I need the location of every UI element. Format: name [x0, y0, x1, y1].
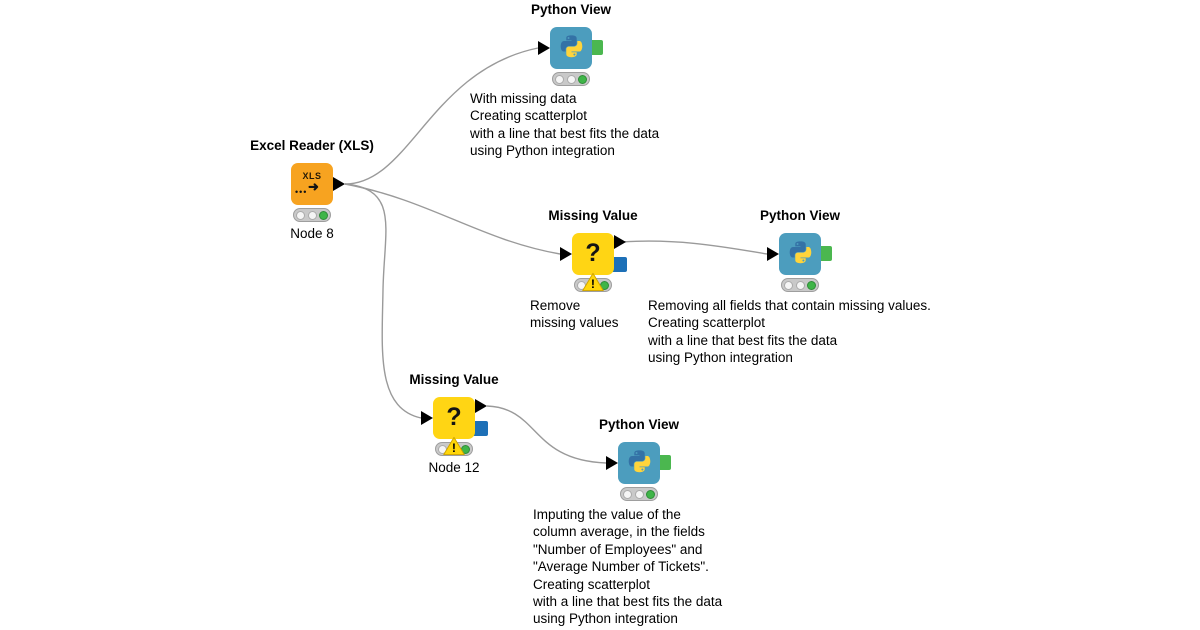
svg-text:!: ! [591, 277, 595, 291]
node-title[interactable]: Excel Reader (XLS) [250, 138, 374, 153]
python-view-node-body[interactable] [618, 442, 660, 484]
node-missing-value-bottom: Missing Value ? ! Node 12 [409, 372, 498, 475]
input-port-data[interactable] [421, 411, 433, 425]
excel-reader-node-body[interactable]: XLS ➜ ••• [291, 163, 333, 205]
annotation-python-view-bottom[interactable]: Imputing the value of the column average… [533, 507, 723, 627]
status-light-green [807, 280, 816, 290]
node-title[interactable]: Python View [759, 208, 841, 223]
warning-icon: ! [582, 272, 604, 291]
status-light-yellow [307, 210, 317, 220]
status-light-red [296, 210, 305, 220]
missing-value-node-body[interactable]: ? [433, 397, 475, 439]
traffic-light: ! [435, 436, 473, 456]
warning-icon: ! [443, 436, 465, 455]
node-label[interactable]: Node 8 [290, 226, 334, 241]
input-port-data[interactable] [606, 456, 618, 470]
xls-file-icon: XLS ➜ ••• [291, 163, 333, 205]
status-light-green [461, 444, 470, 454]
traffic-light [781, 278, 819, 292]
python-view-node-body[interactable] [779, 233, 821, 275]
status-light-green [578, 74, 587, 84]
input-port-data[interactable] [767, 247, 779, 261]
question-mark-icon: ? [585, 238, 601, 267]
traffic-light [620, 487, 658, 501]
status-light-yellow [795, 280, 805, 290]
status-light-green [646, 489, 655, 499]
traffic-light [552, 72, 590, 86]
node-label[interactable]: Node 12 [428, 460, 480, 475]
question-mark-icon: ? [446, 402, 462, 431]
edge-missing-value-bottom-to-python-view-bottom[interactable] [486, 405, 607, 464]
node-excel-reader: Excel Reader (XLS) XLS ➜ ••• Node 8 [250, 138, 374, 241]
status-light-green [319, 210, 328, 220]
traffic-light: ! [574, 272, 612, 292]
status-light-red [577, 280, 586, 290]
input-port-data[interactable] [560, 247, 572, 261]
node-title[interactable]: Python View [530, 2, 612, 17]
status-light-red [623, 489, 632, 499]
status-light-yellow [634, 489, 644, 499]
annotation-missing-value-mid[interactable]: Remove missing values [530, 298, 619, 331]
python-view-node-body[interactable] [550, 27, 592, 69]
python-icon [560, 34, 582, 57]
edge-excel-reader-to-missing-value-bottom[interactable] [344, 183, 422, 419]
status-light-green [600, 280, 609, 290]
input-port-data[interactable] [538, 41, 550, 55]
status-light-red [555, 74, 564, 84]
node-python-view-mid: Python View [760, 208, 840, 292]
ellipsis-icon: ••• [295, 187, 308, 197]
output-port-model[interactable] [611, 257, 627, 272]
node-python-view-bottom: Python View [599, 417, 679, 501]
python-icon [628, 449, 650, 472]
status-light-yellow [566, 74, 576, 84]
missing-value-node-body[interactable]: ? [572, 233, 614, 275]
node-title[interactable]: Missing Value [548, 208, 638, 223]
output-port-model[interactable] [472, 421, 488, 436]
python-icon [789, 240, 811, 263]
node-missing-value-mid: Missing Value ? ! [548, 208, 638, 292]
status-light-red [784, 280, 793, 290]
xls-label: XLS [302, 171, 322, 181]
traffic-light [293, 208, 331, 222]
edge-excel-reader-to-missing-value-mid[interactable] [344, 183, 561, 255]
node-title[interactable]: Python View [598, 417, 680, 432]
node-python-view-top: Python View [531, 2, 611, 86]
output-port-data[interactable] [475, 399, 487, 413]
edge-excel-reader-to-python-view-top[interactable] [344, 47, 539, 185]
annotation-python-view-mid[interactable]: Removing all fields that contain missing… [648, 298, 931, 366]
output-port-data[interactable] [333, 177, 345, 191]
output-port-data[interactable] [614, 235, 626, 249]
node-title[interactable]: Missing Value [409, 372, 499, 387]
status-light-red [438, 444, 447, 454]
arrow-right-icon: ➜ [308, 179, 319, 194]
edge-missing-value-mid-to-python-view-mid[interactable] [621, 240, 768, 255]
annotation-python-view-top[interactable]: With missing data Creating scatterplot w… [470, 91, 660, 159]
svg-text:!: ! [452, 441, 456, 455]
